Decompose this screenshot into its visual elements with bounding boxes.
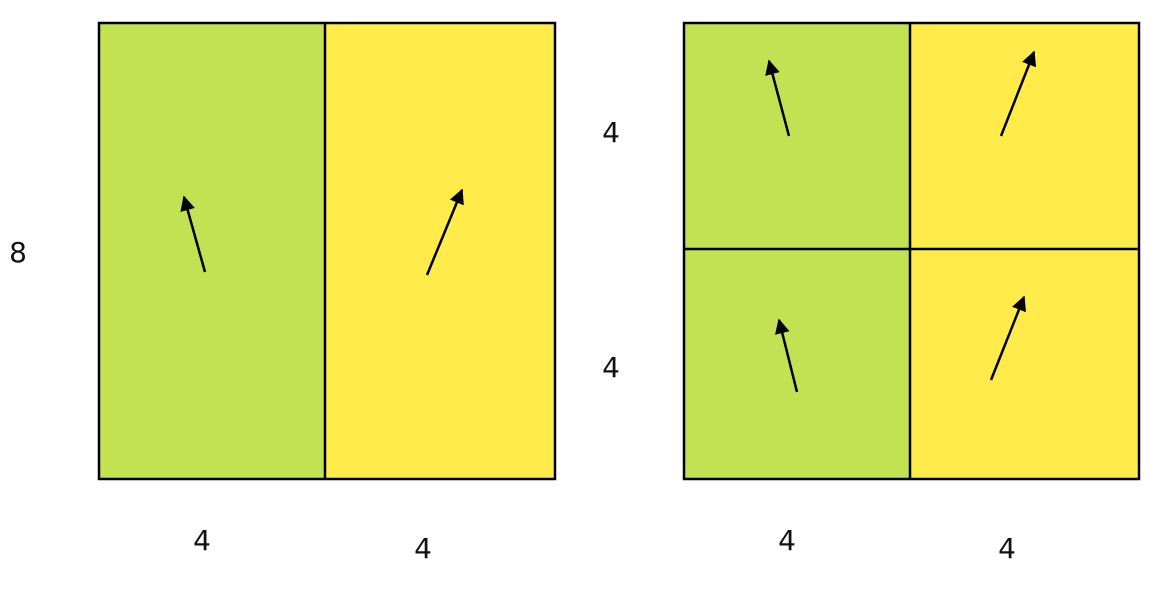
right-height-label-bottom: 4 [602, 351, 620, 384]
arrow-icon [999, 50, 1037, 137]
arrow-icon [765, 59, 791, 137]
right-cell-top-right-yellow [910, 23, 1139, 249]
right-width-label-2: 4 [998, 532, 1016, 565]
right-cell-top-left-green [684, 23, 910, 249]
left-width-label-1: 4 [193, 524, 211, 557]
right-outer-border [682, 21, 1141, 481]
left-cell-yellow [325, 23, 555, 479]
arrow-icon [774, 318, 799, 393]
left-diagram: 8 4 4 [9, 21, 557, 565]
arrow-icon [180, 195, 207, 273]
right-width-label-1: 4 [778, 524, 796, 557]
right-cell-bottom-right-yellow [910, 249, 1139, 479]
left-width-label-2: 4 [414, 532, 432, 565]
arrow-icon [989, 295, 1026, 381]
right-height-label-top: 4 [602, 116, 620, 149]
arrow-icon [425, 188, 464, 276]
left-height-label: 8 [9, 236, 27, 269]
right-cell-bottom-left-green [684, 249, 910, 479]
left-cell-green [99, 23, 325, 479]
left-outer-border [97, 21, 557, 481]
right-diagram: 4 4 4 4 [602, 21, 1141, 565]
